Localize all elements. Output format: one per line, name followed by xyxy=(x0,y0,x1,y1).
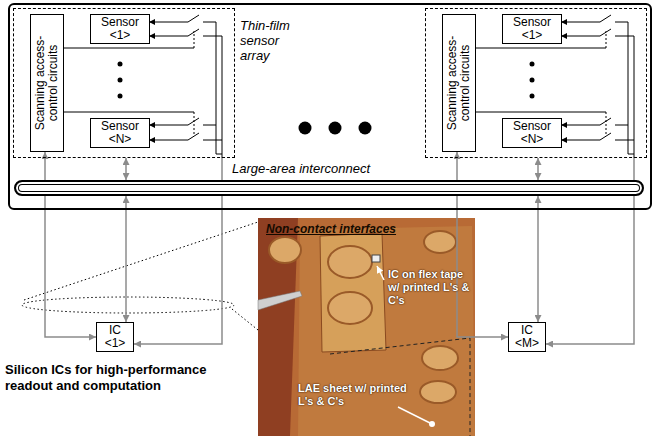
box-label: Sensor <1> xyxy=(91,16,149,42)
sensor-array-region: Scanning access-control circuitsSensor <… xyxy=(13,8,235,158)
photo-heading: Non-contact interfaces xyxy=(266,222,446,236)
signal-connector xyxy=(537,196,539,322)
sensor-box: Sensor <N> xyxy=(90,118,150,148)
control-wire xyxy=(64,48,194,49)
printed-coil xyxy=(420,381,456,403)
control-wire xyxy=(194,31,195,48)
switch-wiring xyxy=(476,15,634,158)
switch-blade xyxy=(188,133,199,140)
switch-contact xyxy=(203,125,216,126)
ellipsis-dot xyxy=(118,78,123,83)
callout-ellipse xyxy=(22,297,234,313)
photo-callout: IC on flex tape w/ printed L's & C's xyxy=(388,268,472,307)
sensor-wire xyxy=(149,22,188,23)
sensor-box: Sensor <1> xyxy=(502,14,562,44)
callout-line xyxy=(24,222,258,300)
region-label: Thin-film sensor array xyxy=(240,18,304,63)
sensor-array-region: Scanning access-control circuitsSensor <… xyxy=(425,8,647,158)
sensor-box: Sensor <1> xyxy=(90,14,150,44)
lae-sheet xyxy=(298,226,475,436)
leader-line xyxy=(398,407,430,423)
leader-line xyxy=(377,266,384,280)
switch-wiring xyxy=(64,15,222,158)
printed-coil xyxy=(269,237,301,263)
ellipsis-dot xyxy=(299,122,312,135)
printed-coil xyxy=(328,246,372,278)
box-label: Sensor <N> xyxy=(503,120,561,146)
photo xyxy=(258,218,475,436)
printed-coil xyxy=(424,231,456,253)
tweezers xyxy=(258,291,302,310)
ellipsis-dots xyxy=(299,122,372,135)
control-circuit-box: Scanning access-control circuits xyxy=(442,14,476,152)
sensor-wire xyxy=(149,36,188,37)
interconnect-bar: Large-area interconnect xyxy=(14,180,644,196)
box-label: Scanning access-control circuits xyxy=(446,24,472,142)
sensor-wire xyxy=(149,140,188,141)
ellipsis-dot xyxy=(118,62,123,67)
sensor-box: Sensor <N> xyxy=(502,118,562,148)
flex-tape xyxy=(320,233,386,352)
box-label: Sensor <1> xyxy=(503,16,561,42)
signal-connector xyxy=(125,158,127,180)
bar-label: Large-area interconnect xyxy=(232,161,412,176)
ellipsis-dot xyxy=(329,122,342,135)
bus-wire xyxy=(222,36,223,158)
printed-coil xyxy=(422,346,458,370)
switch-contact xyxy=(203,36,222,37)
ic-box: IC <1> xyxy=(96,322,134,352)
box-label: IC <M> xyxy=(509,324,545,350)
bus-wire xyxy=(216,154,222,155)
callout-line xyxy=(232,309,258,330)
leader-dot xyxy=(429,421,435,427)
box-label: IC <1> xyxy=(97,324,133,350)
switch-contact xyxy=(203,140,222,141)
signal-connector xyxy=(125,196,127,322)
photo-ground xyxy=(258,218,475,436)
printed-coil xyxy=(328,292,372,324)
control-circuit-box: Scanning access-control circuits xyxy=(30,14,64,152)
control-wire xyxy=(64,112,194,113)
signal-connector xyxy=(537,158,539,180)
ellipsis-dot xyxy=(359,122,372,135)
sensor-wire xyxy=(149,125,188,126)
control-wire xyxy=(194,112,195,136)
ic-box: IC <M> xyxy=(508,322,546,352)
caption-note: Silicon ICs for high-performance readout… xyxy=(5,362,250,394)
ic-chip xyxy=(372,255,380,262)
system-panel: Scanning access-control circuitsSensor <… xyxy=(8,3,652,210)
switch-contact xyxy=(203,22,216,23)
box-label: Sensor <N> xyxy=(91,120,149,146)
bus-wire xyxy=(216,22,217,154)
switch-blade xyxy=(188,15,199,22)
ellipsis-dot xyxy=(118,94,123,99)
photo-callout: LAE sheet w/ printed L's & C's xyxy=(298,382,410,408)
box-label: Scanning access-control circuits xyxy=(34,24,60,142)
